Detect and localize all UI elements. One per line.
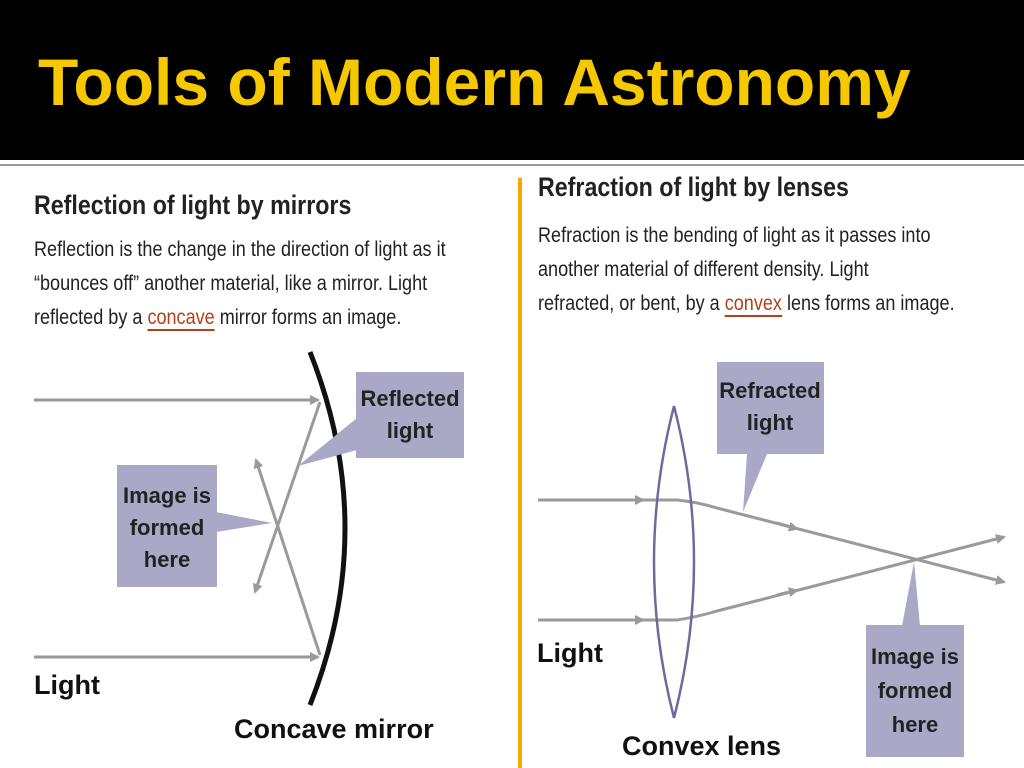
image-callout-right-line-2: formed (878, 678, 953, 703)
reflected-callout-line-2: light (387, 418, 434, 443)
image-callout-left-line-2: formed (130, 515, 205, 540)
convex-lens (652, 405, 696, 719)
convex-lens-label: Convex lens (622, 731, 781, 761)
image-callout-pointer-left (216, 512, 272, 532)
image-callout-left-line-3: here (144, 547, 190, 572)
concave-mirror-label: Concave mirror (234, 714, 434, 744)
title-bar (0, 0, 1024, 160)
reflection-text-suffix: mirror forms an image. (214, 306, 402, 329)
refracted-ray-bottom (538, 534, 1006, 622)
image-callout-right-line-3: here (892, 712, 938, 737)
image-callout-left-line-1: Image is (123, 483, 211, 508)
reflected-light-callout (356, 372, 464, 458)
ray-bottom-arrow-2 (776, 587, 799, 598)
refracted-callout-line-2: light (747, 410, 794, 435)
refracted-light-callout-pointer (743, 454, 767, 512)
refraction-text-line-1: Refraction is the bending of light as it… (538, 224, 931, 247)
reflected-ray-from-bottom (253, 458, 322, 656)
reflection-text-line-3: reflected by a concave mirror forms an i… (34, 301, 446, 335)
reflection-diagram: Reflected light Image is formed here Lig… (34, 351, 464, 744)
refraction-text-line-2: another material of different density. L… (538, 258, 869, 281)
reflection-heading: Reflection of light by mirrors (34, 190, 352, 220)
slide-title: Tools of Modern Astronomy (38, 45, 911, 119)
reflection-description: Reflection is the change in the directio… (34, 233, 446, 335)
refraction-text-suffix: lens forms an image. (781, 292, 955, 315)
panel-divider (518, 178, 522, 768)
refraction-text-prefix: refracted, or bent, by a (538, 292, 725, 315)
light-label-right: Light (537, 638, 603, 668)
refracted-light-callout (717, 362, 824, 454)
refracted-ray-top (538, 498, 1006, 585)
reflected-light-callout-pointer (298, 418, 357, 466)
refracted-callout-line-1: Refracted (719, 378, 820, 403)
reflection-text-line-1: Reflection is the change in the directio… (34, 238, 446, 261)
reflected-callout-line-1: Reflected (360, 386, 459, 411)
refraction-heading: Refraction of light by lenses (538, 172, 849, 202)
image-formed-callout-right (866, 625, 964, 757)
reflection-text-prefix: reflected by a (34, 306, 148, 329)
refraction-description: Refraction is the bending of light as it… (538, 219, 955, 321)
reflected-ray-from-top (252, 401, 322, 594)
refraction-text-line-3: refracted, or bent, by a convex lens for… (538, 287, 955, 321)
image-formed-callout-left (117, 465, 217, 587)
refraction-diagram: Refracted light Image is formed here Lig… (537, 362, 1006, 761)
image-callout-right-line-1: Image is (871, 644, 959, 669)
light-label-left: Light (34, 670, 100, 700)
convex-keyword: convex (724, 292, 782, 317)
concave-keyword: concave (147, 306, 215, 331)
image-callout-pointer-right (902, 562, 920, 626)
header-rule (0, 160, 1024, 166)
reflection-text-line-2: “bounces off” another material, like a m… (34, 272, 428, 295)
concave-mirror (307, 351, 348, 706)
ray-top-arrow-2 (776, 521, 799, 532)
